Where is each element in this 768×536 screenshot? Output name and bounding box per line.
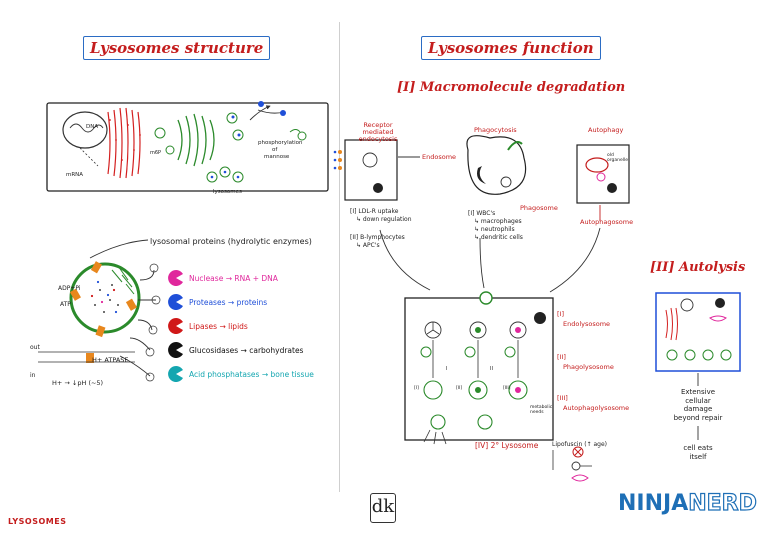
autophagolysosome-label: Autophagolysosome (563, 404, 630, 412)
autolysis-title: [II] Autolysis (650, 260, 746, 275)
function-title: Lysosomes function (421, 36, 601, 60)
autolysis-line5: cell eats (683, 444, 713, 452)
transport-vesicles (154, 112, 244, 155)
enzyme-acid-phosphatases: Acid phosphatases → bone tissue (189, 370, 314, 379)
wbc-label: [I] WBC's (468, 210, 496, 217)
row-iii-label: [III] (503, 386, 511, 391)
autolysis-cell (655, 292, 741, 372)
dendritic-cells-label: ↳ dendritic cells (474, 234, 523, 241)
receptor-cell (344, 139, 398, 201)
endolysosome-label: Endolysosome (563, 320, 611, 328)
autophagy-cell (576, 144, 630, 204)
lipofuscin-icons (571, 446, 592, 482)
small-i-label: I (446, 366, 448, 372)
lysosomal-proteins-header: lysosomal proteins (hydrolytic enzymes) (150, 237, 312, 246)
brand-nerd: NERD (688, 490, 758, 516)
endosome-label: Endosome (422, 153, 457, 161)
mannose-label: mannose (264, 154, 290, 160)
phosphorylation-label: phosphorylation (258, 140, 303, 146)
cell-box (46, 102, 329, 192)
phagocytosis-title: Phagocytosis (474, 126, 517, 134)
main-cell (404, 297, 554, 441)
atpase-pumps (69, 261, 137, 363)
of-label: of (272, 147, 278, 153)
in-label: in (30, 372, 36, 379)
secondary-lysosome-label: [IV] 2° Lysosome (475, 441, 539, 450)
down-regulation-label: ↳ down regulation (356, 216, 412, 223)
degradation-title: [I] Macromolecule degradation (397, 80, 626, 95)
dna-label: DNA (86, 124, 99, 130)
nucleus-shape (62, 111, 108, 149)
phagocyte-cell (466, 135, 527, 195)
autolysis-line2: cellular (685, 396, 711, 405)
mrna-label: mRNA (66, 172, 84, 178)
autolysis-text: Extensive cellular damage beyond repair (662, 388, 734, 422)
neutrophils-label: ↳ neutrophils (474, 226, 515, 233)
old-organelle-label: old organelle (607, 153, 629, 163)
row-i-label: [I] (414, 386, 419, 391)
autolysis-line1: Extensive (680, 388, 716, 396)
phagolysosome-label: Phagolysosome (563, 363, 614, 371)
enzyme-nuclease: Nuclease → RNA + DNA (189, 274, 278, 283)
enzyme-glucosidases: Glucosidases → carbohydrates (189, 346, 304, 355)
i-label: [I] (557, 310, 564, 318)
out-label: out (30, 344, 40, 351)
enzyme-proteases: Proteases → proteins (189, 298, 268, 307)
h-ph-label: H+ → ↓pH (~5) (52, 379, 104, 387)
row1-icons (424, 312, 546, 339)
receptor-title: Receptor mediated endocytosis (358, 121, 398, 143)
row2-icons (420, 346, 516, 358)
autophagosome-label: Autophagosome (580, 218, 634, 226)
structure-title: Lysosomes structure (83, 36, 271, 60)
h-atpase-label: H+ ATPASE (92, 356, 129, 364)
autolysis-result: cell eats itself (662, 444, 734, 461)
ldl-uptake-label: [I] LDL-R uptake (350, 208, 399, 215)
macrophages-label: ↳ macrophages (474, 218, 522, 225)
lysosome-membrane (69, 262, 141, 334)
autolysis-line4: beyond repair (673, 413, 723, 422)
autolysis-line3: damage (683, 405, 713, 413)
m6p-label: m6P (150, 150, 162, 156)
metabolic-needs-label: metabolic needs (530, 405, 553, 415)
brand-ninja: NINJA (618, 491, 689, 516)
apcs-label: ↳ APC's (356, 242, 380, 249)
dk-logo: dk (370, 493, 396, 523)
row3-icons (423, 380, 528, 400)
enzyme-lipases: Lipases → lipids (189, 322, 248, 331)
lysosomes-label: lysosomes (213, 189, 242, 195)
enzyme-icons (168, 270, 183, 382)
page-divider (339, 22, 340, 492)
rough-er (107, 107, 141, 179)
atp-label: ATP (60, 301, 71, 308)
b-lymphocytes-label: [II] B-lymphocytes (350, 234, 405, 241)
autophagy-title: Autophagy (588, 126, 624, 134)
footer-label: LYSOSOMES (8, 517, 67, 526)
adp-pi-label: ADP+Pi (58, 285, 81, 292)
ninja-nerd-logo: NINJANERD (618, 490, 758, 516)
lipofuscin-label: Lipofuscin (↑ age) (552, 441, 607, 448)
golgi (177, 113, 215, 167)
row-ii-label: [II] (456, 386, 463, 391)
iii-label: [III] (557, 394, 568, 402)
autolysis-line6: itself (689, 452, 707, 461)
lysosome-cluster (206, 166, 244, 183)
small-ii-label: II (490, 366, 493, 372)
phagosome-label: Phagosome (520, 204, 558, 212)
row4-icons (423, 414, 493, 445)
ii-label: [II] (557, 353, 566, 361)
